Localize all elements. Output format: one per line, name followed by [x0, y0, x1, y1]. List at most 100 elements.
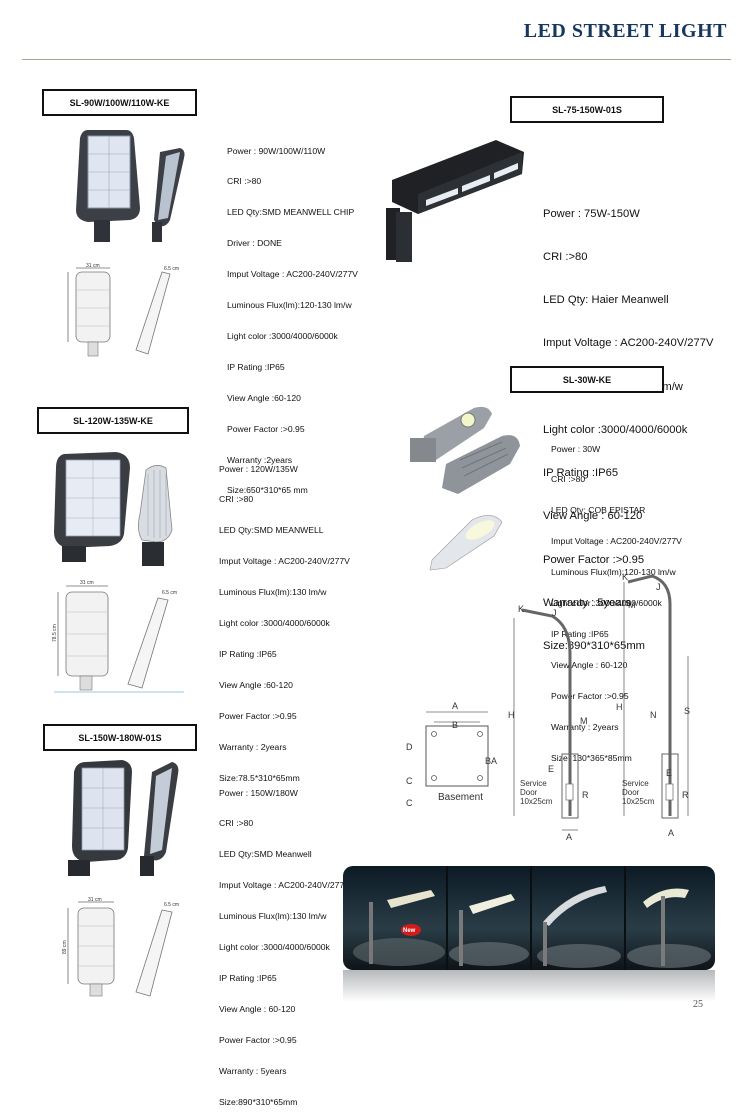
spec-line: View Angle :60-120 — [219, 679, 293, 690]
pole-dimension-diagram: A B D C C BA Basement H K J M E R A Serv… — [406, 572, 690, 842]
model-label-sl-90w: SL-90W/100W/110W-KE — [42, 89, 197, 116]
spec-line: View Angle : 60-120 — [551, 659, 628, 670]
spec-list-sl-120w: Power : 120W/135W CRI :>80 LED Qty:SMD M… — [219, 443, 350, 793]
spec-line: Imput Voltage : AC200-240V/277V — [219, 556, 350, 567]
dimension-drawing-sl-90w: 31 cm 6.5 cm — [67, 263, 179, 357]
spec-list-sl-150w: Power : 150W/180W CRI :>80 LED Qty:SMD M… — [219, 767, 350, 1117]
dim-label-j: J — [552, 608, 557, 618]
spec-line: Luminous Flux(lm):130 lm/w — [219, 911, 327, 922]
dim-length-label: 89 cm — [62, 940, 68, 954]
product-photo-sl-30w — [410, 406, 520, 571]
dim-width-label: 31 cm — [80, 580, 94, 586]
dim-label-j2: J — [656, 582, 661, 592]
dim-label-r: R — [582, 790, 589, 800]
dim-label-c2: C — [406, 798, 413, 808]
dim-label-a2: A — [566, 832, 572, 842]
spec-line: Imput Voltage : AC200-240V/277V — [227, 269, 358, 280]
dim-label-a3: A — [668, 828, 674, 838]
spec-line: Size: 130*365*85mm — [551, 752, 632, 763]
dim-label-ba: BA — [485, 756, 497, 766]
dim-label-a: A — [452, 701, 458, 711]
spec-line: Luminous Flux(lm):130 lm/w — [219, 587, 327, 598]
spec-list-sl-30w: Power : 30W CRI :>80 LED Qty: COB EPISTA… — [551, 423, 682, 773]
dim-label-d: D — [406, 742, 413, 752]
spec-line: CRI :>80 — [551, 474, 586, 485]
dim-width-label: 31 cm — [88, 897, 102, 903]
spec-line: IP Rating :IP65 — [227, 361, 285, 372]
spec-line: IP Rating :IP65 — [543, 467, 619, 480]
dim-label-b: B — [452, 720, 458, 730]
spec-line: LED Qty:SMD MEANWELL — [219, 525, 324, 536]
dim-depth-label: 6.5 cm — [162, 590, 177, 596]
spec-line: LED Qty:SMD MEANWELL CHIP — [227, 207, 355, 218]
dim-label-k: K — [518, 604, 524, 614]
spec-line: Driver : DONE — [227, 238, 282, 249]
spec-line: Light color :3000/4000/6000k — [543, 423, 688, 436]
dim-label-h2: H — [616, 702, 623, 712]
dim-length-label: 78.5 cm — [52, 624, 58, 642]
spec-line: LED Qty: Haier Meanwell — [543, 294, 669, 307]
page-title: LED STREET LIGHT — [523, 20, 727, 42]
street-night-photo-strip: New — [343, 866, 715, 1002]
spec-line: Size:650*310*65 mm — [227, 485, 308, 496]
spec-line: CRI :>80 — [219, 818, 254, 829]
spec-line: IP Rating :IP65 — [219, 972, 277, 983]
spec-line: Size:78.5*310*65mm — [219, 772, 300, 783]
dim-label-k2: K — [622, 572, 628, 582]
spec-line: Size:890*310*65mm — [219, 1096, 298, 1107]
dim-label-r2: R — [682, 790, 689, 800]
spec-line: Light color :3000/4000/6000k — [227, 330, 338, 341]
spec-line: Luminous Flux(lm):120-130 lm/w — [227, 300, 352, 311]
dimension-drawing-sl-120w: 31 cm 78.5 cm 6.5 cm — [52, 580, 184, 693]
spec-line: Warranty : 5years — [219, 1065, 287, 1076]
spec-line: Imput Voltage : AC200-240V/277V — [219, 880, 350, 891]
spec-line: Power : 150W/180W — [219, 787, 298, 798]
dim-label-m: M — [580, 716, 588, 726]
spec-line: Warranty : 2years — [219, 741, 287, 752]
spec-list-sl-90w: Power : 90W/100W/110W CRI :>80 LED Qty:S… — [227, 125, 358, 506]
model-label-sl-75-150w: SL-75-150W-01S — [510, 96, 664, 123]
spec-line: Light color :3000/4000/6000k — [219, 618, 330, 629]
model-label-sl-30w: SL-30W-KE — [510, 366, 664, 393]
spec-line: Power Factor :>0.95 — [543, 553, 645, 566]
spec-line: Light color :3000/4000/6000k — [219, 942, 330, 953]
model-label-sl-150w: SL-150W-180W-01S — [43, 724, 197, 751]
spec-line: Power : 30W — [551, 443, 601, 454]
dim-label-c: C — [406, 776, 413, 786]
spec-line: View Angle : 60-120 — [543, 510, 643, 523]
spec-line: Power Factor :>0.95 — [219, 710, 297, 721]
spec-line: Power Factor :>0.95 — [227, 423, 305, 434]
spec-line: Imput Voltage : AC200-240V/277V — [551, 536, 682, 547]
spec-line: IP Rating :IP65 — [219, 648, 277, 659]
spec-line: IP Rating :IP65 — [551, 628, 609, 639]
spec-line: Luminous Flux(lm):120-130 lm/w — [551, 567, 676, 578]
spec-line: View Angle :60-120 — [227, 392, 301, 403]
spec-line: Warranty :2years — [227, 454, 293, 465]
spec-line: Power : 75W-150W — [543, 207, 640, 220]
spec-line: View Angle : 60-120 — [219, 1003, 296, 1014]
dim-label-m2: M — [628, 600, 636, 610]
spec-line: Imput Voltage : AC200-240V/277V — [543, 337, 714, 350]
spec-line: CRI :>80 — [227, 176, 262, 187]
spec-line: Light color :3000/4000/6000k — [551, 598, 662, 609]
dim-label-s: S — [684, 706, 690, 716]
spec-line: Power : 120W/135W — [219, 463, 298, 474]
spec-line: Power : 90W/100W/110W — [227, 145, 326, 156]
model-label-sl-120w: SL-120W-135W-KE — [37, 407, 189, 434]
dim-label-e: E — [548, 764, 554, 774]
product-photo-sl-75-150w — [386, 140, 524, 262]
spec-line: Power Factor :>0.95 — [219, 1034, 297, 1045]
dim-label-n: N — [650, 710, 657, 720]
dimension-drawing-sl-150w: 31 cm 89 cm 6.5 cm — [62, 897, 179, 997]
product-photo-sl-90w — [76, 130, 185, 242]
new-badge: New — [403, 928, 416, 934]
page-number: 25 — [693, 999, 703, 1010]
title-divider — [22, 59, 731, 60]
product-photo-sl-120w — [54, 452, 173, 566]
spec-line: CRI :>80 — [543, 251, 588, 264]
product-photo-sl-150w — [68, 760, 179, 876]
dim-label-h: H — [508, 710, 515, 720]
spec-line: Power Factor :>0.95 — [551, 690, 629, 701]
spec-line: CRI :>80 — [219, 494, 254, 505]
